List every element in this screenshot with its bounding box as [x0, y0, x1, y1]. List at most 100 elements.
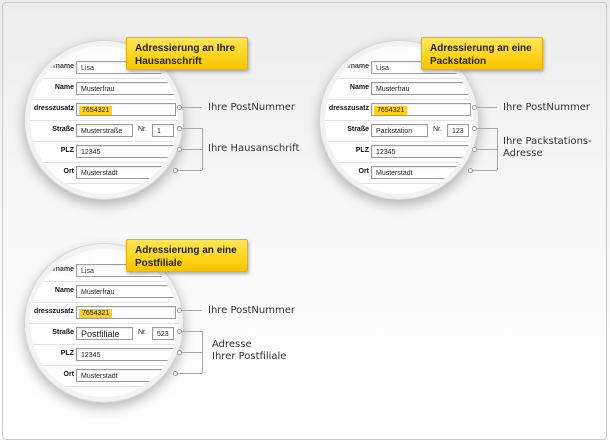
form-row-strasse: Straße Postfiliale Nr. 523 — [30, 326, 178, 345]
nr-field[interactable]: 1 — [152, 124, 174, 137]
name-field[interactable]: Musterfrau — [371, 82, 471, 95]
connector-dot — [177, 147, 182, 152]
form-row-adresszusatz: dresszusatz 7654321 — [30, 305, 178, 324]
nr-label: Nr. — [138, 329, 147, 336]
address-annotation: Adresse Ihrer Postfiliale — [212, 339, 286, 363]
address-annotation-line2: Adresse — [503, 148, 543, 159]
nr-field[interactable]: 523 — [152, 327, 174, 340]
connector-line — [182, 149, 202, 150]
name-label: Name — [54, 287, 74, 294]
vorname-label: orname — [343, 63, 369, 70]
form-row-name: Name Musterfrau — [30, 81, 178, 100]
vorname-label: orname — [48, 266, 74, 273]
ort-label: Ort — [63, 168, 75, 175]
postnummer-highlight: 7654321 — [79, 106, 113, 115]
connector-dot — [173, 168, 178, 173]
form-row-name: Name Musterfrau — [325, 81, 473, 100]
name-field[interactable]: Musterfrau — [76, 285, 176, 298]
form-row-strasse: Straße Musterstraße Nr. 1 — [30, 123, 178, 142]
connector-dot — [472, 126, 477, 131]
ort-field[interactable]: Musterstadt — [371, 166, 467, 179]
plz-field[interactable]: 12345 — [76, 145, 176, 158]
connector-line — [182, 128, 202, 129]
panel-title-badge: Adressierung an eine Packstation — [421, 37, 543, 70]
adresszusatz-field[interactable]: 7654321 — [371, 103, 471, 116]
strasse-field[interactable]: Packstation — [371, 124, 428, 137]
form-row-adresszusatz: dresszusatz 7654321 — [30, 102, 178, 121]
plz-label: PLZ — [355, 147, 369, 154]
connector-bracket — [202, 128, 203, 170]
adresszusatz-label: dresszusatz — [328, 105, 369, 112]
plz-field[interactable]: 12345 — [371, 145, 471, 158]
magnifier-lens: orname Lisa Name Musterfrau dresszusatz … — [30, 46, 178, 194]
ort-label: Ort — [358, 168, 370, 175]
connector-dot — [472, 147, 477, 152]
nr-label: Nr. — [138, 126, 147, 133]
strasse-field[interactable]: Musterstraße — [76, 124, 133, 137]
form-row-adresszusatz: dresszusatz 7654321 — [325, 102, 473, 121]
postnummer-annotation: Ihre PostNummer — [208, 305, 295, 316]
connector-dot — [173, 371, 178, 376]
postnummer-annotation: Ihre PostNummer — [503, 102, 590, 113]
ort-field[interactable]: Musterstadt — [76, 369, 172, 382]
plz-label: PLZ — [60, 147, 74, 154]
adresszusatz-label: dresszusatz — [33, 308, 74, 315]
postnummer-annotation: Ihre PostNummer — [208, 102, 295, 113]
connector-dot — [177, 105, 182, 110]
connector-line — [182, 310, 202, 311]
form-row-plz: PLZ 12345 — [30, 144, 178, 163]
magnifier-lens: orname Lisa Name Musterfrau dresszusatz … — [325, 46, 473, 194]
connector-dot — [177, 126, 182, 131]
address-annotation: Ihre Packstations- Adresse — [503, 136, 592, 160]
name-label: Name — [54, 84, 74, 91]
nr-field[interactable]: 123 — [447, 124, 469, 137]
form-row-strasse: Straße Packstation Nr. 123 — [325, 123, 473, 142]
connector-bracket — [497, 128, 498, 170]
connector-dot — [472, 105, 477, 110]
connector-dot — [177, 329, 182, 334]
strasse-label: Straße — [52, 126, 74, 133]
connector-line — [178, 170, 202, 171]
address-annotation-line1: Ihre Hausanschrift — [208, 143, 300, 154]
plz-field[interactable]: 12345 — [76, 348, 176, 361]
panel-title-badge: Adressierung an Ihre Hausanschrift — [126, 37, 248, 70]
form-row-name: Name Musterfrau — [30, 284, 178, 303]
name-label: Name — [349, 84, 369, 91]
connector-bracket — [202, 331, 203, 373]
form-row-ort: Ort Musterstadt — [325, 165, 473, 184]
form-row-plz: PLZ 12345 — [30, 347, 178, 366]
address-annotation-line2: Ihrer Postfiliale — [212, 351, 287, 362]
ort-field[interactable]: Musterstadt — [76, 166, 172, 179]
adresszusatz-field[interactable]: 7654321 — [76, 103, 176, 116]
name-field[interactable]: Musterfrau — [76, 82, 176, 95]
postnummer-highlight: 7654321 — [374, 106, 408, 115]
address-annotation-line1: Ihre Packstations- — [503, 136, 592, 147]
nr-label: Nr. — [433, 126, 442, 133]
connector-line — [477, 149, 497, 150]
strasse-label: Straße — [52, 329, 74, 336]
adresszusatz-field[interactable]: 7654321 — [76, 306, 176, 319]
strasse-field[interactable]: Postfiliale — [76, 327, 133, 340]
connector-line — [473, 170, 497, 171]
adresszusatz-label: dresszusatz — [33, 105, 74, 112]
address-annotation-line1: Adresse — [212, 339, 252, 350]
address-annotation: Ihre Hausanschrift — [208, 143, 299, 155]
panel-title-badge: Adressierung an eine Postfiliale — [126, 239, 248, 272]
connector-line — [477, 107, 497, 108]
connector-line — [182, 331, 202, 332]
form-row-ort: Ort Musterstadt — [30, 165, 178, 184]
connector-dot — [177, 350, 182, 355]
vorname-label: orname — [48, 63, 74, 70]
plz-label: PLZ — [60, 350, 74, 357]
strasse-label: Straße — [347, 126, 369, 133]
postnummer-highlight: 7654321 — [79, 309, 113, 318]
connector-dot — [468, 168, 473, 173]
form-row-plz: PLZ 12345 — [325, 144, 473, 163]
form-row-ort: Ort Musterstadt — [30, 368, 178, 387]
ort-label: Ort — [63, 371, 75, 378]
connector-line — [182, 352, 202, 353]
connector-line — [477, 128, 497, 129]
connector-line — [182, 107, 202, 108]
connector-dot — [177, 308, 182, 313]
